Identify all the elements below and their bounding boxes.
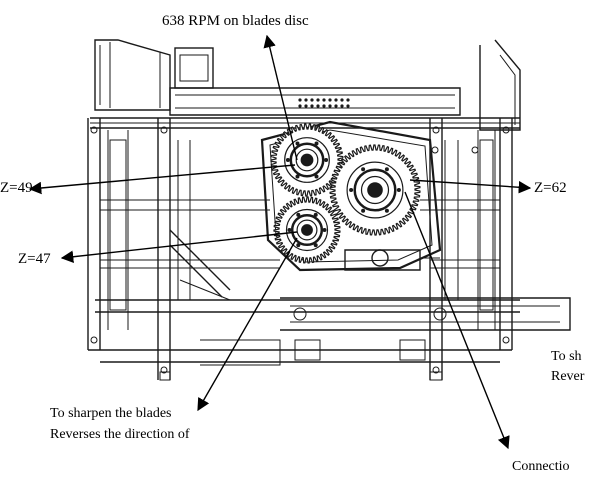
arrow-sharpen	[197, 237, 298, 412]
gear-z62	[329, 144, 421, 236]
arrow-z49	[28, 164, 296, 195]
gear-z47	[273, 196, 341, 264]
arrow-z62	[409, 179, 532, 194]
arrow-z47	[60, 231, 298, 264]
label-rpm: 638 RPM on blades disc	[162, 13, 309, 29]
callout-arrows	[28, 34, 532, 450]
gear-z49	[270, 123, 344, 197]
label-z47: Z=47	[18, 251, 51, 267]
label-right-line2: Rever	[551, 369, 585, 384]
label-z49: Z=49	[0, 180, 33, 196]
label-sharpen-line1: To sharpen the blades	[50, 406, 171, 421]
label-z62: Z=62	[534, 180, 567, 196]
arrow-rpm	[263, 34, 298, 161]
gears-layer	[270, 123, 421, 264]
arrow-connection	[404, 191, 510, 450]
label-connection: Connectio	[512, 459, 570, 474]
machine-frame	[87, 39, 571, 381]
label-sharpen-line2: Reverses the direction of	[50, 427, 190, 442]
label-right-line1: To sh	[551, 349, 582, 364]
